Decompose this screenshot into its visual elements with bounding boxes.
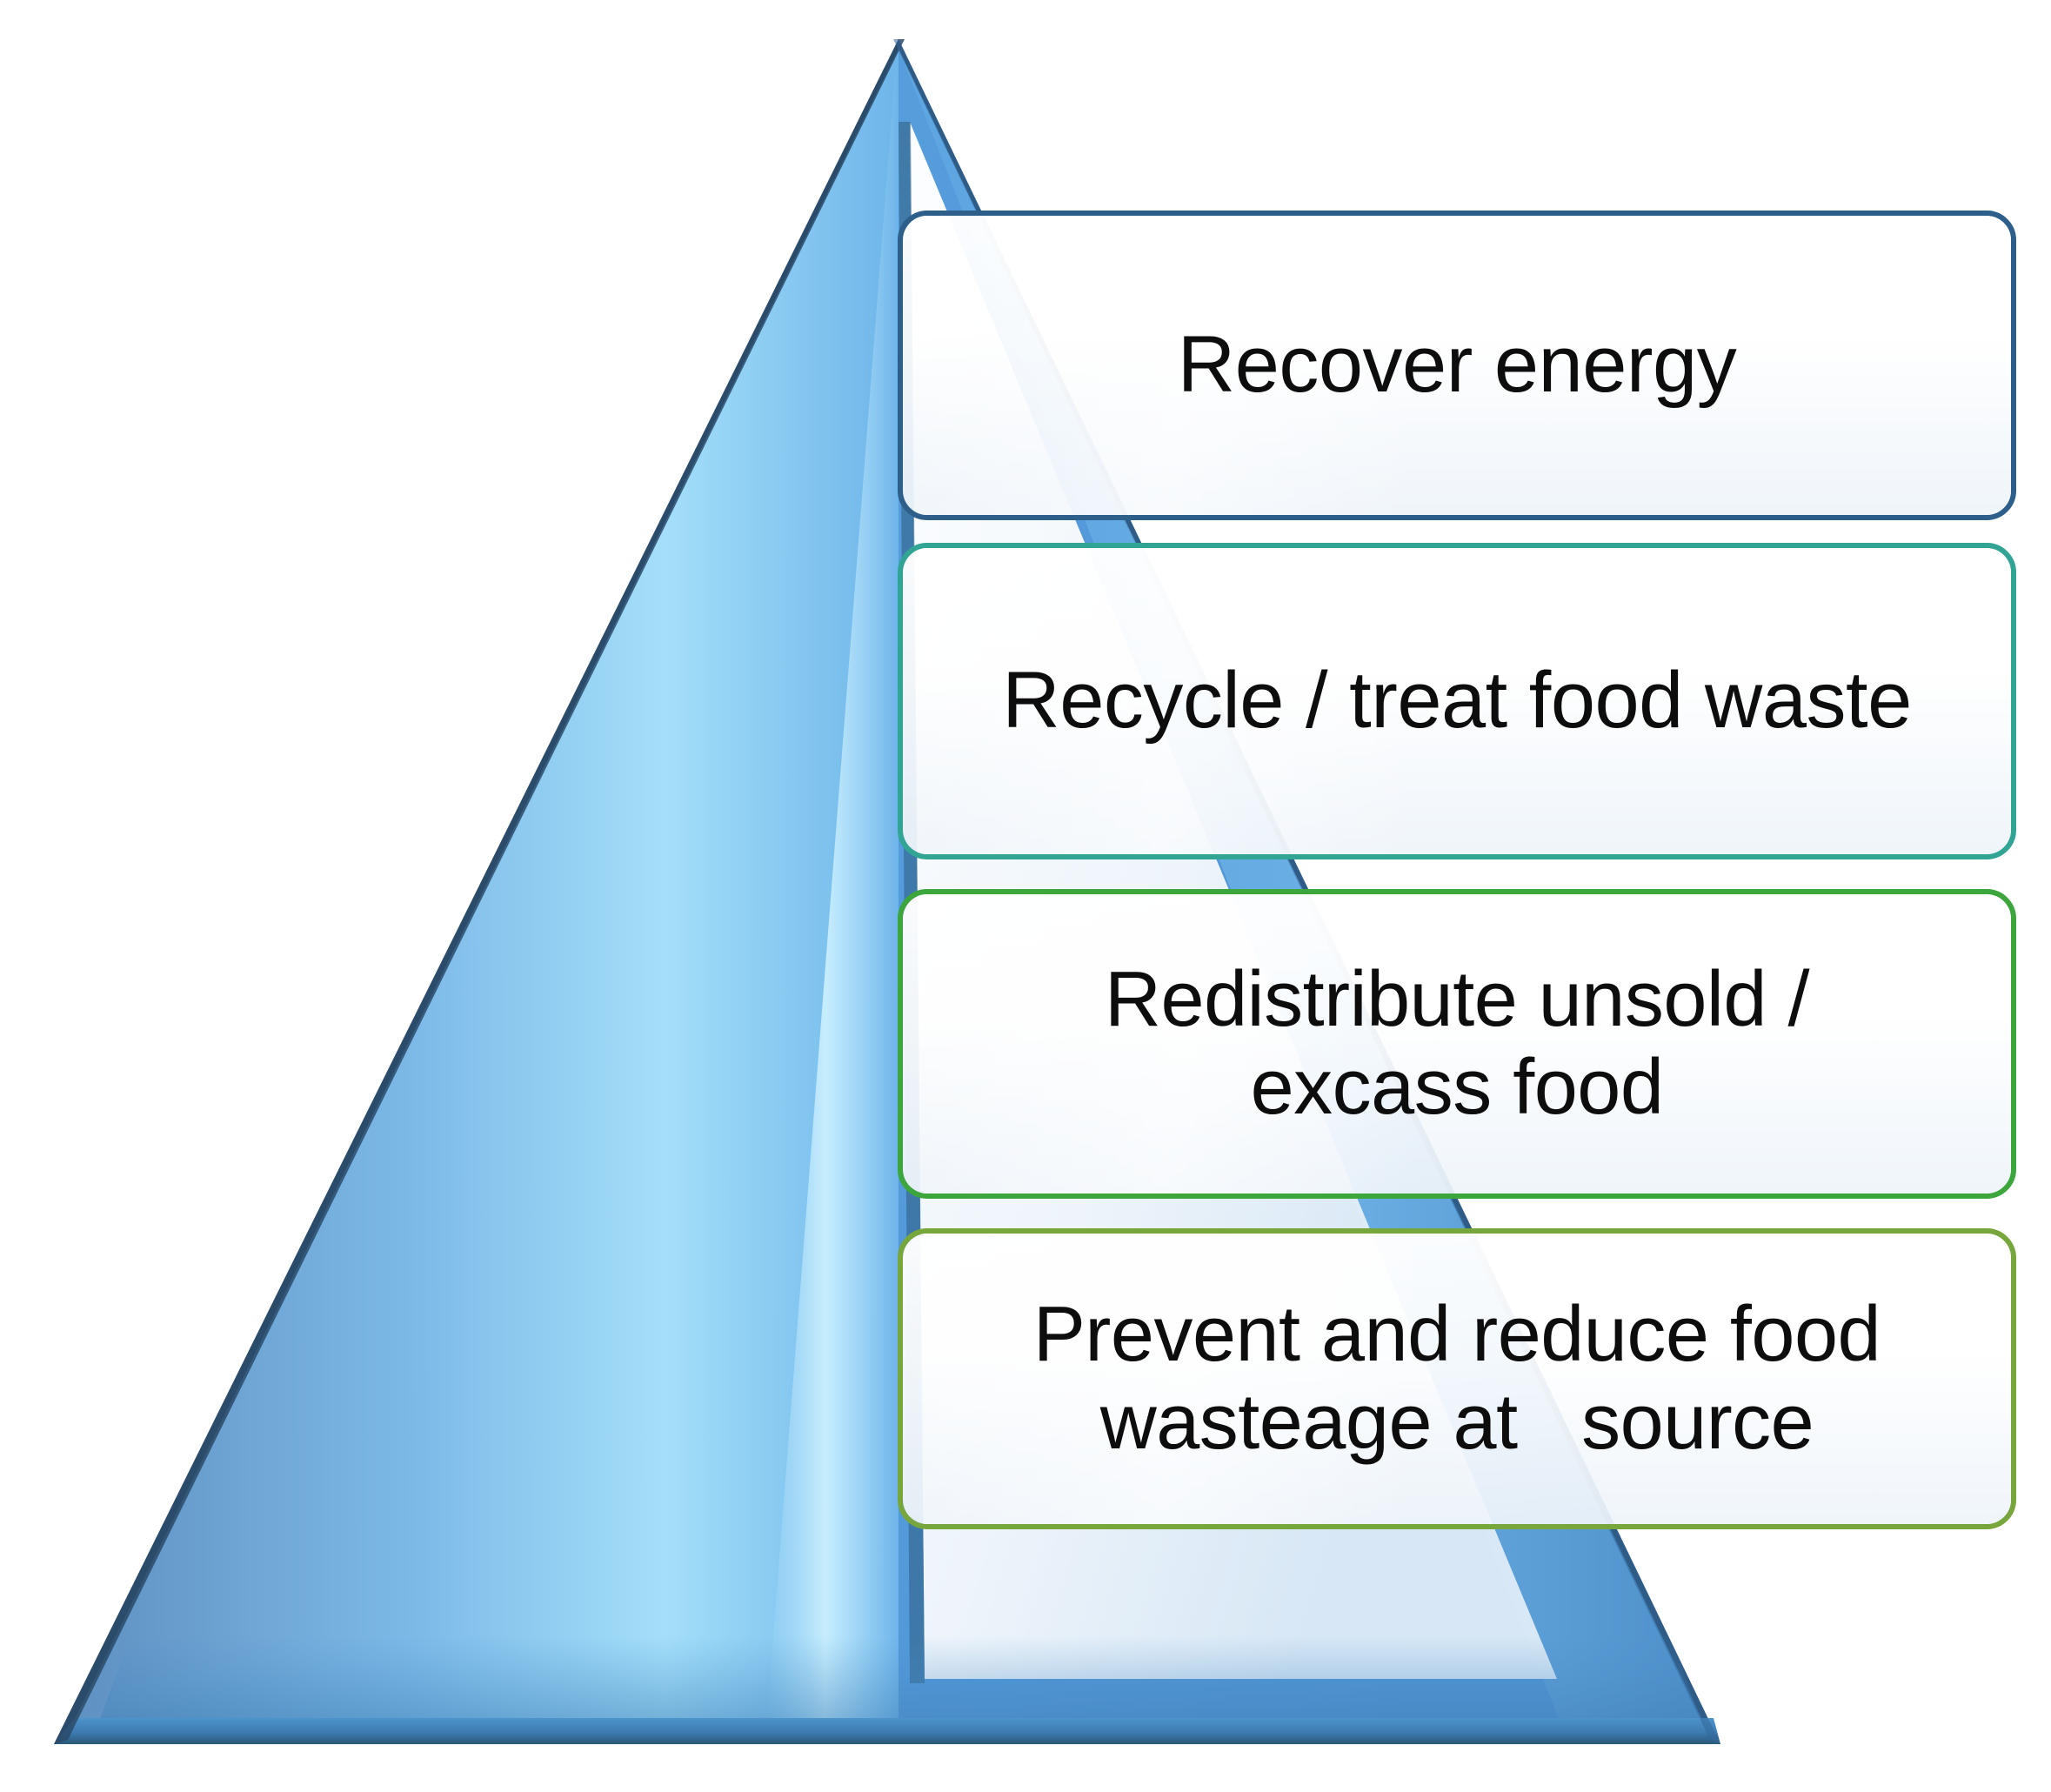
pyramid-specular-highlight <box>765 61 899 1740</box>
tier-label-redistribute-unsold-excass-food: Redistribute unsold / excass food <box>1105 956 1809 1131</box>
tier-label-prevent-and-reduce-food-wasteage-at-source: Prevent and reduce food wasteage at sour… <box>1032 1291 1881 1466</box>
pyramid-bottom-shade <box>96 1635 1705 1731</box>
tier-box-prevent-and-reduce-food-wasteage-at-source[interactable]: Prevent and reduce food wasteage at sour… <box>898 1228 2016 1529</box>
tier-box-recycle-treat-food-waste[interactable]: Recycle / treat food waste <box>898 543 2016 859</box>
tier-box-recover-energy[interactable]: Recover energy <box>898 211 2016 520</box>
pyramid-left-outline <box>54 39 905 1744</box>
tier-label-recover-energy: Recover energy <box>1177 320 1737 410</box>
tier-label-recycle-treat-food-waste: Recycle / treat food waste <box>1002 656 1912 746</box>
tier-box-redistribute-unsold-excass-food[interactable]: Redistribute unsold / excass food <box>898 889 2016 1199</box>
pyramid-base-strip <box>54 1718 1720 1744</box>
